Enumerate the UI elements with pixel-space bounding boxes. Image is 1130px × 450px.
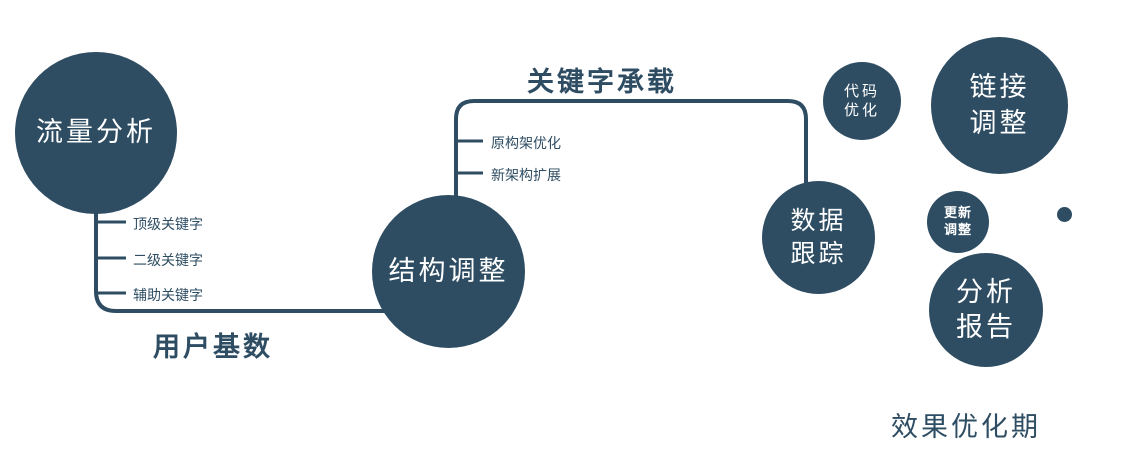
node-data-tracking: 数据 跟踪 — [762, 181, 875, 294]
node-update-adjustment-line1: 更新 — [943, 205, 972, 221]
node-code-optimization: 代码 优化 — [823, 62, 901, 140]
traffic-branch-ticks — [96, 220, 126, 295]
node-structure-adjustment: 结构调整 — [372, 195, 525, 348]
node-traffic-analysis: 流量分析 — [15, 52, 177, 214]
node-data-tracking-line2: 跟踪 — [790, 239, 847, 268]
branch-label-top-keywords: 顶级关键字 — [133, 216, 203, 232]
node-link-adjustment-line2: 调整 — [969, 107, 1030, 138]
phase-label-effect-optimization: 效果优化期 — [891, 412, 1041, 442]
node-code-optimization-line1: 代码 — [843, 82, 880, 100]
edge-structure-data — [454, 99, 808, 260]
branch-label-original-architecture: 原构架优化 — [491, 135, 561, 151]
branch-label-auxiliary-keywords: 辅助关键字 — [133, 287, 203, 303]
node-analysis-report-line2: 报告 — [956, 312, 1016, 342]
edge-label-keyword-carry: 关键字承载 — [527, 67, 677, 97]
branch-label-new-architecture: 新架构扩展 — [491, 167, 561, 183]
node-link-adjustment-line1: 链接 — [969, 72, 1030, 103]
edge-traffic-structure — [94, 140, 440, 313]
node-update-adjustment-line2: 调整 — [943, 222, 972, 237]
branch-label-secondary-keywords: 二级关键字 — [133, 252, 203, 268]
node-analysis-report-line1: 分析 — [956, 276, 1016, 307]
node-code-optimization-line2: 优化 — [843, 102, 880, 119]
node-update-adjustment: 更新 调整 — [927, 191, 989, 253]
node-structure-adjustment-label: 结构调整 — [388, 255, 509, 286]
node-data-tracking-line1: 数据 — [790, 207, 847, 235]
edge-label-user-base: 用户基数 — [153, 332, 273, 362]
structure-branch-ticks — [456, 139, 483, 175]
node-link-adjustment: 链接 调整 — [931, 37, 1068, 174]
node-traffic-analysis-label: 流量分析 — [36, 117, 156, 148]
bullet-dot — [1057, 207, 1072, 222]
node-analysis-report: 分析 报告 — [929, 253, 1043, 367]
